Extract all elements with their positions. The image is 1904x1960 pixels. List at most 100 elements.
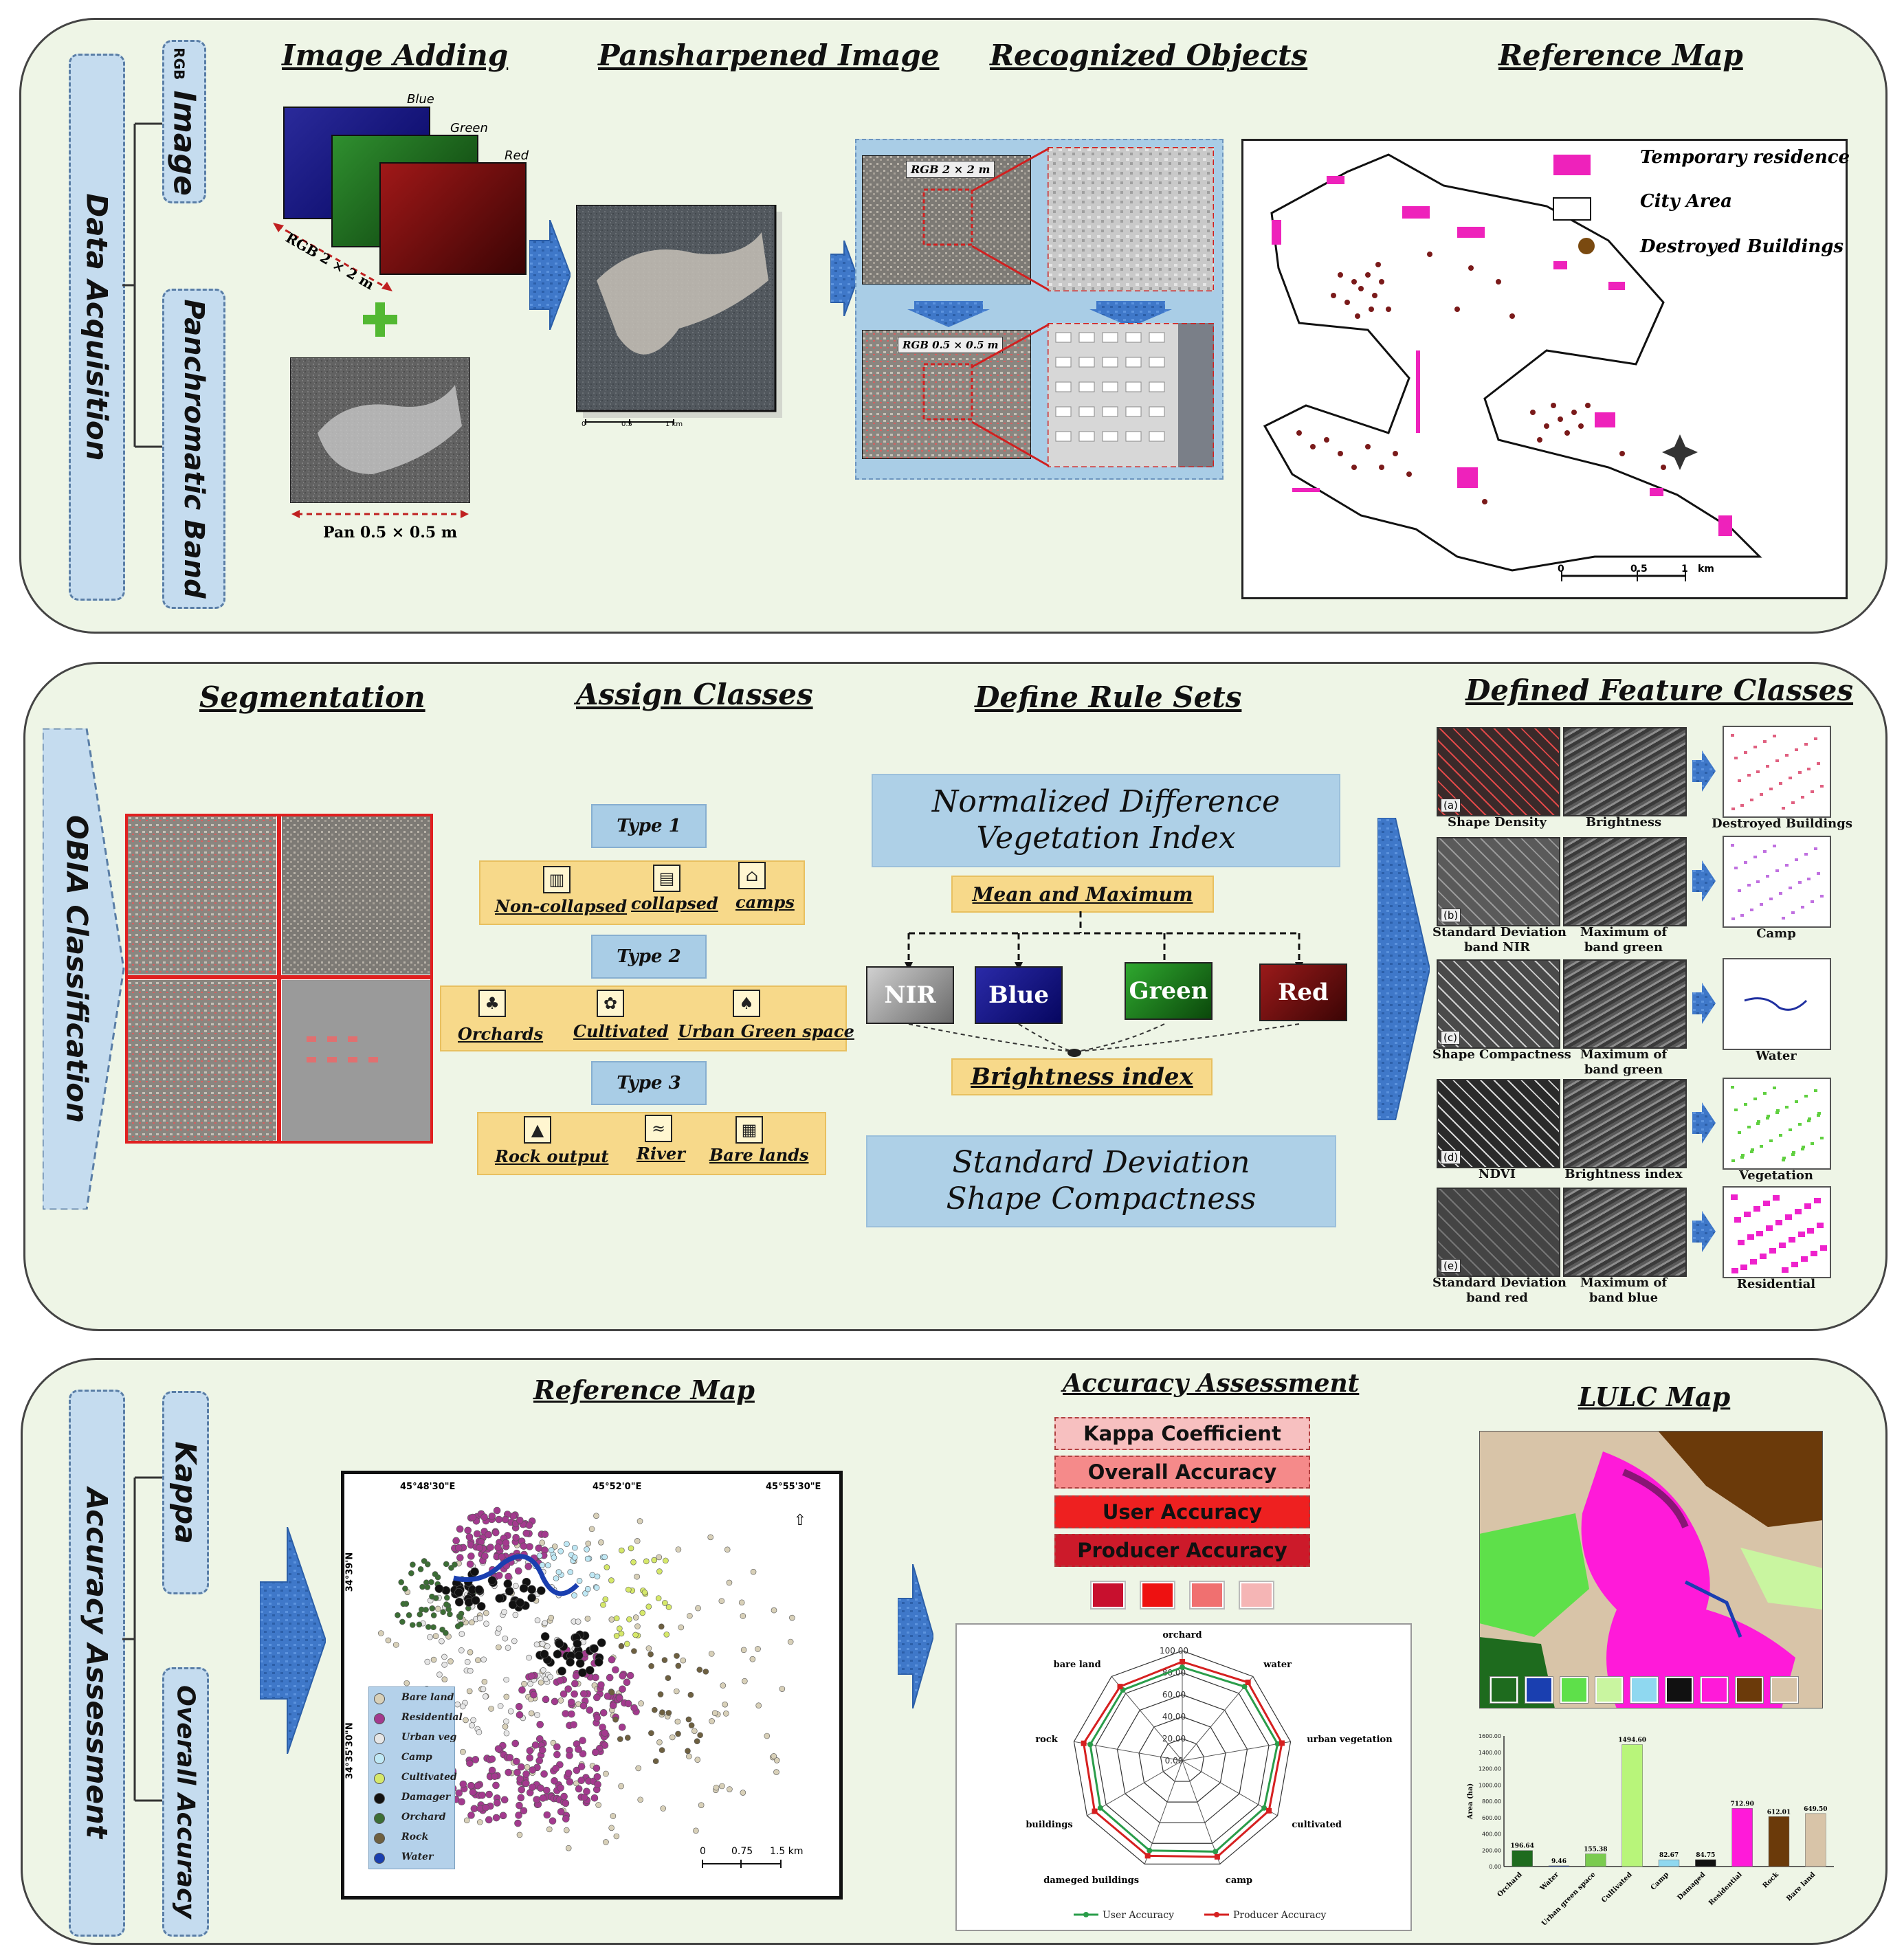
rec-label-fine: RGB 0.5 × 0.5 m: [898, 337, 1004, 353]
legend-label-3: Urban veg: [401, 1732, 457, 1743]
refmap-scale-km: km: [1698, 564, 1714, 575]
map-point-orchard: [432, 1571, 439, 1577]
map-point-rock: [661, 1657, 668, 1663]
bar-rock: [1768, 1816, 1790, 1867]
map-point-bare-land: [713, 1784, 720, 1791]
radar-category-label: water: [1263, 1660, 1292, 1670]
map-point-residential: [599, 1708, 608, 1717]
radar-grid-ring: [1095, 1672, 1270, 1844]
map-point-residential: [586, 1706, 594, 1714]
map-point-damager: [557, 1667, 566, 1675]
map-point-urban-veg: [476, 1729, 483, 1735]
map-river: [453, 1554, 579, 1596]
map-point-orchard: [447, 1611, 453, 1618]
map-point-urban-veg: [534, 1617, 541, 1623]
map-point-residential: [542, 1695, 550, 1704]
heading-reference-map: Reference Map: [1498, 38, 1743, 72]
kappa-coefficient-label: Kappa Coefficient: [1083, 1422, 1281, 1445]
map-point-camp: [584, 1546, 590, 1552]
map-point-cultivated: [604, 1564, 610, 1570]
map-point-residential: [516, 1775, 524, 1783]
map-point-residential: [619, 1685, 626, 1693]
flow-arrow-1: [529, 220, 571, 330]
overall-accuracy-metric-box: Overall Accuracy: [1054, 1456, 1310, 1489]
plus-icon: [363, 302, 397, 337]
map-point-bare-land: [771, 1607, 777, 1614]
radar-legend-marker: [1083, 1912, 1089, 1917]
map-point-residential: [473, 1530, 481, 1538]
coord-left-1: 34°39'N: [344, 1552, 355, 1592]
map-point-bare-land: [463, 1717, 469, 1724]
map-point-bare-land: [789, 1614, 795, 1621]
map-point-bare-land: [434, 1605, 441, 1612]
map-point-bare-land: [430, 1656, 437, 1663]
bar-damaged: [1695, 1859, 1716, 1867]
orchards-icon: ♣: [478, 990, 506, 1017]
map-point-residential: [520, 1807, 528, 1815]
map-point-orchard: [443, 1594, 450, 1601]
caption-line: Brightness index: [1564, 1167, 1683, 1181]
map-point-residential: [594, 1781, 601, 1788]
map-point-residential: [466, 1560, 474, 1568]
type2-box: Type 2: [591, 935, 707, 979]
map-point-rock: [612, 1716, 619, 1723]
map-point-urban-veg: [480, 1656, 487, 1663]
map-point-cultivated: [613, 1615, 620, 1622]
map-point-bare-land: [693, 1827, 699, 1834]
map-point-bare-land: [773, 1769, 779, 1775]
overall-accuracy-box: Overall Accuracy: [162, 1667, 209, 1937]
map-point-urban-veg: [441, 1662, 447, 1668]
type1-label: Type 1: [617, 816, 681, 836]
map-point-damager: [487, 1576, 497, 1585]
map-point-orchard: [439, 1626, 445, 1633]
recognized-zoom-lines-bottom: [971, 323, 1050, 467]
map-point-bare-land: [538, 1679, 544, 1686]
feature-tag: (d): [1441, 1150, 1461, 1164]
map-point-bare-land: [584, 1616, 591, 1622]
map-point-bare-land: [469, 1619, 475, 1625]
map-point-cultivated: [656, 1568, 663, 1574]
map-point-residential: [579, 1750, 587, 1758]
feature-input-2-3: [1563, 959, 1687, 1049]
map-point-residential: [553, 1743, 561, 1751]
lulc-swatch-9: [1771, 1677, 1798, 1703]
image-label: Image: [166, 90, 202, 196]
map-point-rock: [618, 1642, 625, 1649]
map-point-residential: [624, 1700, 632, 1708]
legend-label-7: Orchard: [401, 1812, 446, 1823]
radar-point: [1087, 1741, 1094, 1748]
map-point-bare-land: [610, 1813, 617, 1819]
caption-line: Standard Deviation: [1432, 925, 1567, 939]
map-point-bare-land: [723, 1711, 729, 1717]
radar-spoke: [1182, 1760, 1278, 1816]
collapsed-icon: ▤: [653, 865, 680, 892]
map-point-residential: [593, 1693, 601, 1702]
map-point-residential: [516, 1711, 524, 1719]
map-point-bare-land: [742, 1678, 748, 1684]
data-acquisition-label: Data Acquisition: [80, 193, 114, 461]
map-point-residential: [464, 1526, 472, 1535]
map-point-residential: [518, 1686, 526, 1694]
map-point-residential: [513, 1757, 520, 1766]
map-point-residential: [452, 1537, 460, 1545]
map-point-damager: [578, 1668, 587, 1678]
map-point-residential: [573, 1766, 581, 1774]
accuracy-swatch-4: [1240, 1582, 1273, 1608]
legend-swatch-8: [374, 1833, 385, 1844]
down-arrow-left: [907, 301, 990, 327]
sd-shape-box: Standard Deviation Shape Compactness: [866, 1135, 1336, 1227]
map-point-residential: [564, 1769, 573, 1777]
map-point-urban-veg: [441, 1653, 447, 1660]
bar-category-label: Bare land: [1785, 1871, 1817, 1902]
map-point-residential: [516, 1516, 524, 1524]
map-point-damager: [454, 1588, 463, 1597]
map-point-damager: [503, 1579, 513, 1588]
map-point-residential: [466, 1759, 474, 1768]
map-point-residential: [606, 1673, 614, 1682]
legend-destroyed-buildings: Destroyed Buildings: [1640, 236, 1844, 257]
map-point-urban-veg: [527, 1680, 533, 1687]
map-point-orchard: [406, 1612, 412, 1618]
map-point-bare-land: [645, 1645, 652, 1651]
map-point-bare-land: [563, 1827, 570, 1834]
map-point-residential: [537, 1784, 544, 1792]
